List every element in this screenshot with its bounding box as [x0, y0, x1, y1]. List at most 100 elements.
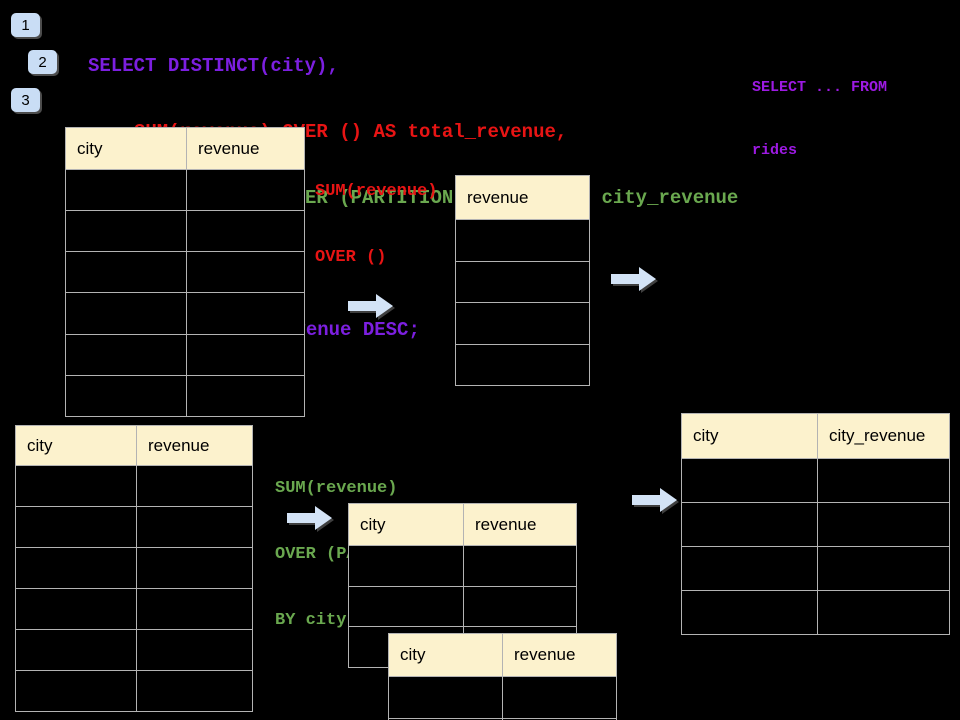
table-cell: [136, 547, 253, 589]
table-row: [65, 251, 305, 294]
table-row: [15, 670, 253, 712]
table-cell: [186, 374, 305, 418]
side-note-select-from-rides: SELECT ... FROM rides: [752, 35, 887, 182]
table-cell: [502, 676, 617, 719]
table-row: [455, 260, 590, 303]
table-cell: [15, 465, 137, 507]
table-header-row: revenue: [455, 175, 590, 220]
column-header-city: city: [388, 633, 503, 677]
table-cell: [15, 629, 137, 671]
table-row: [15, 506, 253, 548]
table-row: [15, 547, 253, 589]
table-cell: [455, 343, 590, 386]
column-header-revenue: revenue: [455, 175, 590, 220]
table-cell: [136, 629, 253, 671]
table-row: [65, 210, 305, 253]
table-total-revenue-result: revenue: [455, 175, 590, 386]
table-row: [681, 590, 950, 635]
table-cell: [186, 251, 305, 294]
table-cell: [136, 588, 253, 630]
table-cell: [348, 585, 464, 628]
table-row: [388, 717, 617, 720]
table-cell: [65, 292, 187, 335]
table-cell: [15, 670, 137, 712]
table-row: [388, 676, 617, 719]
table-cell: [186, 168, 305, 212]
table-row: [65, 374, 305, 418]
annotation-line: BY city): [275, 611, 357, 630]
table-partition-group-front: city revenue: [388, 633, 617, 720]
table-cell: [65, 374, 187, 418]
table-cell: [65, 333, 187, 376]
column-header-city: city: [15, 425, 137, 466]
table-cell: [681, 590, 818, 635]
table-cell: [817, 502, 950, 547]
table-cell: [817, 590, 950, 635]
table-cell: [681, 502, 818, 547]
column-header-revenue: revenue: [186, 127, 305, 170]
table-row: [15, 588, 253, 630]
table-cell: [817, 458, 950, 503]
table-cell: [136, 506, 253, 548]
table-row: [455, 343, 590, 386]
table-row: [348, 545, 577, 587]
table-row: [681, 502, 950, 547]
table-cell: [681, 546, 818, 591]
table-row: [15, 465, 253, 507]
table-header-row: city city_revenue: [681, 413, 950, 459]
side-note-line: SELECT ... FROM: [752, 79, 888, 96]
table-cell: [65, 210, 187, 253]
step-badge-1: 1: [11, 13, 40, 37]
table-header-row: city revenue: [15, 425, 253, 466]
table-row: [455, 302, 590, 345]
table-row: [65, 292, 305, 335]
table-cell: [65, 251, 187, 294]
column-header-city-revenue: city_revenue: [817, 413, 950, 459]
table-cell: [186, 210, 305, 253]
table-cell: [136, 465, 253, 507]
table-cell: [388, 676, 503, 719]
annotation-line: SUM(revenue): [275, 479, 398, 498]
table-row: [681, 458, 950, 503]
table-cell: [455, 260, 590, 303]
table-header-row: city revenue: [388, 633, 617, 677]
table-row: [348, 585, 577, 628]
right-arrow-icon: [632, 488, 677, 512]
table-source-rides-bottom: city revenue: [15, 425, 253, 712]
table-row: [65, 168, 305, 212]
right-arrow-icon: [287, 506, 332, 530]
table-row: [15, 629, 253, 671]
table-cell: [455, 302, 590, 345]
table-cell: [65, 168, 187, 212]
table-header-row: city revenue: [348, 503, 577, 546]
right-arrow-icon: [348, 294, 393, 318]
table-cell: [455, 219, 590, 262]
table-cell: [681, 458, 818, 503]
column-header-city: city: [681, 413, 818, 459]
table-cell: [15, 506, 137, 548]
annotation-line: OVER (): [315, 248, 387, 267]
column-header-revenue: revenue: [502, 633, 617, 677]
sql-line-select: SELECT DISTINCT(city),: [88, 55, 339, 77]
step-badge-3: 3: [11, 88, 40, 112]
table-header-row: city revenue: [65, 127, 305, 170]
side-note-line: rides: [752, 142, 798, 159]
annotation-line: SUM(revenue): [315, 182, 438, 201]
table-cell: [15, 588, 137, 630]
table-cell: [348, 545, 464, 587]
column-header-city: city: [65, 127, 187, 170]
table-cell: [186, 292, 305, 335]
table-city-revenue-result: city city_revenue: [681, 413, 950, 635]
column-header-revenue: revenue: [136, 425, 253, 466]
annotation-total-revenue: SUM(revenue) OVER (): [315, 137, 437, 291]
table-cell: [502, 717, 617, 720]
table-row: [65, 333, 305, 376]
table-row: [681, 546, 950, 591]
table-cell: [463, 545, 577, 587]
table-cell: [136, 670, 253, 712]
table-row: [455, 219, 590, 262]
column-header-city: city: [348, 503, 464, 546]
table-cell: [186, 333, 305, 376]
column-header-revenue: revenue: [463, 503, 577, 546]
table-cell: [817, 546, 950, 591]
